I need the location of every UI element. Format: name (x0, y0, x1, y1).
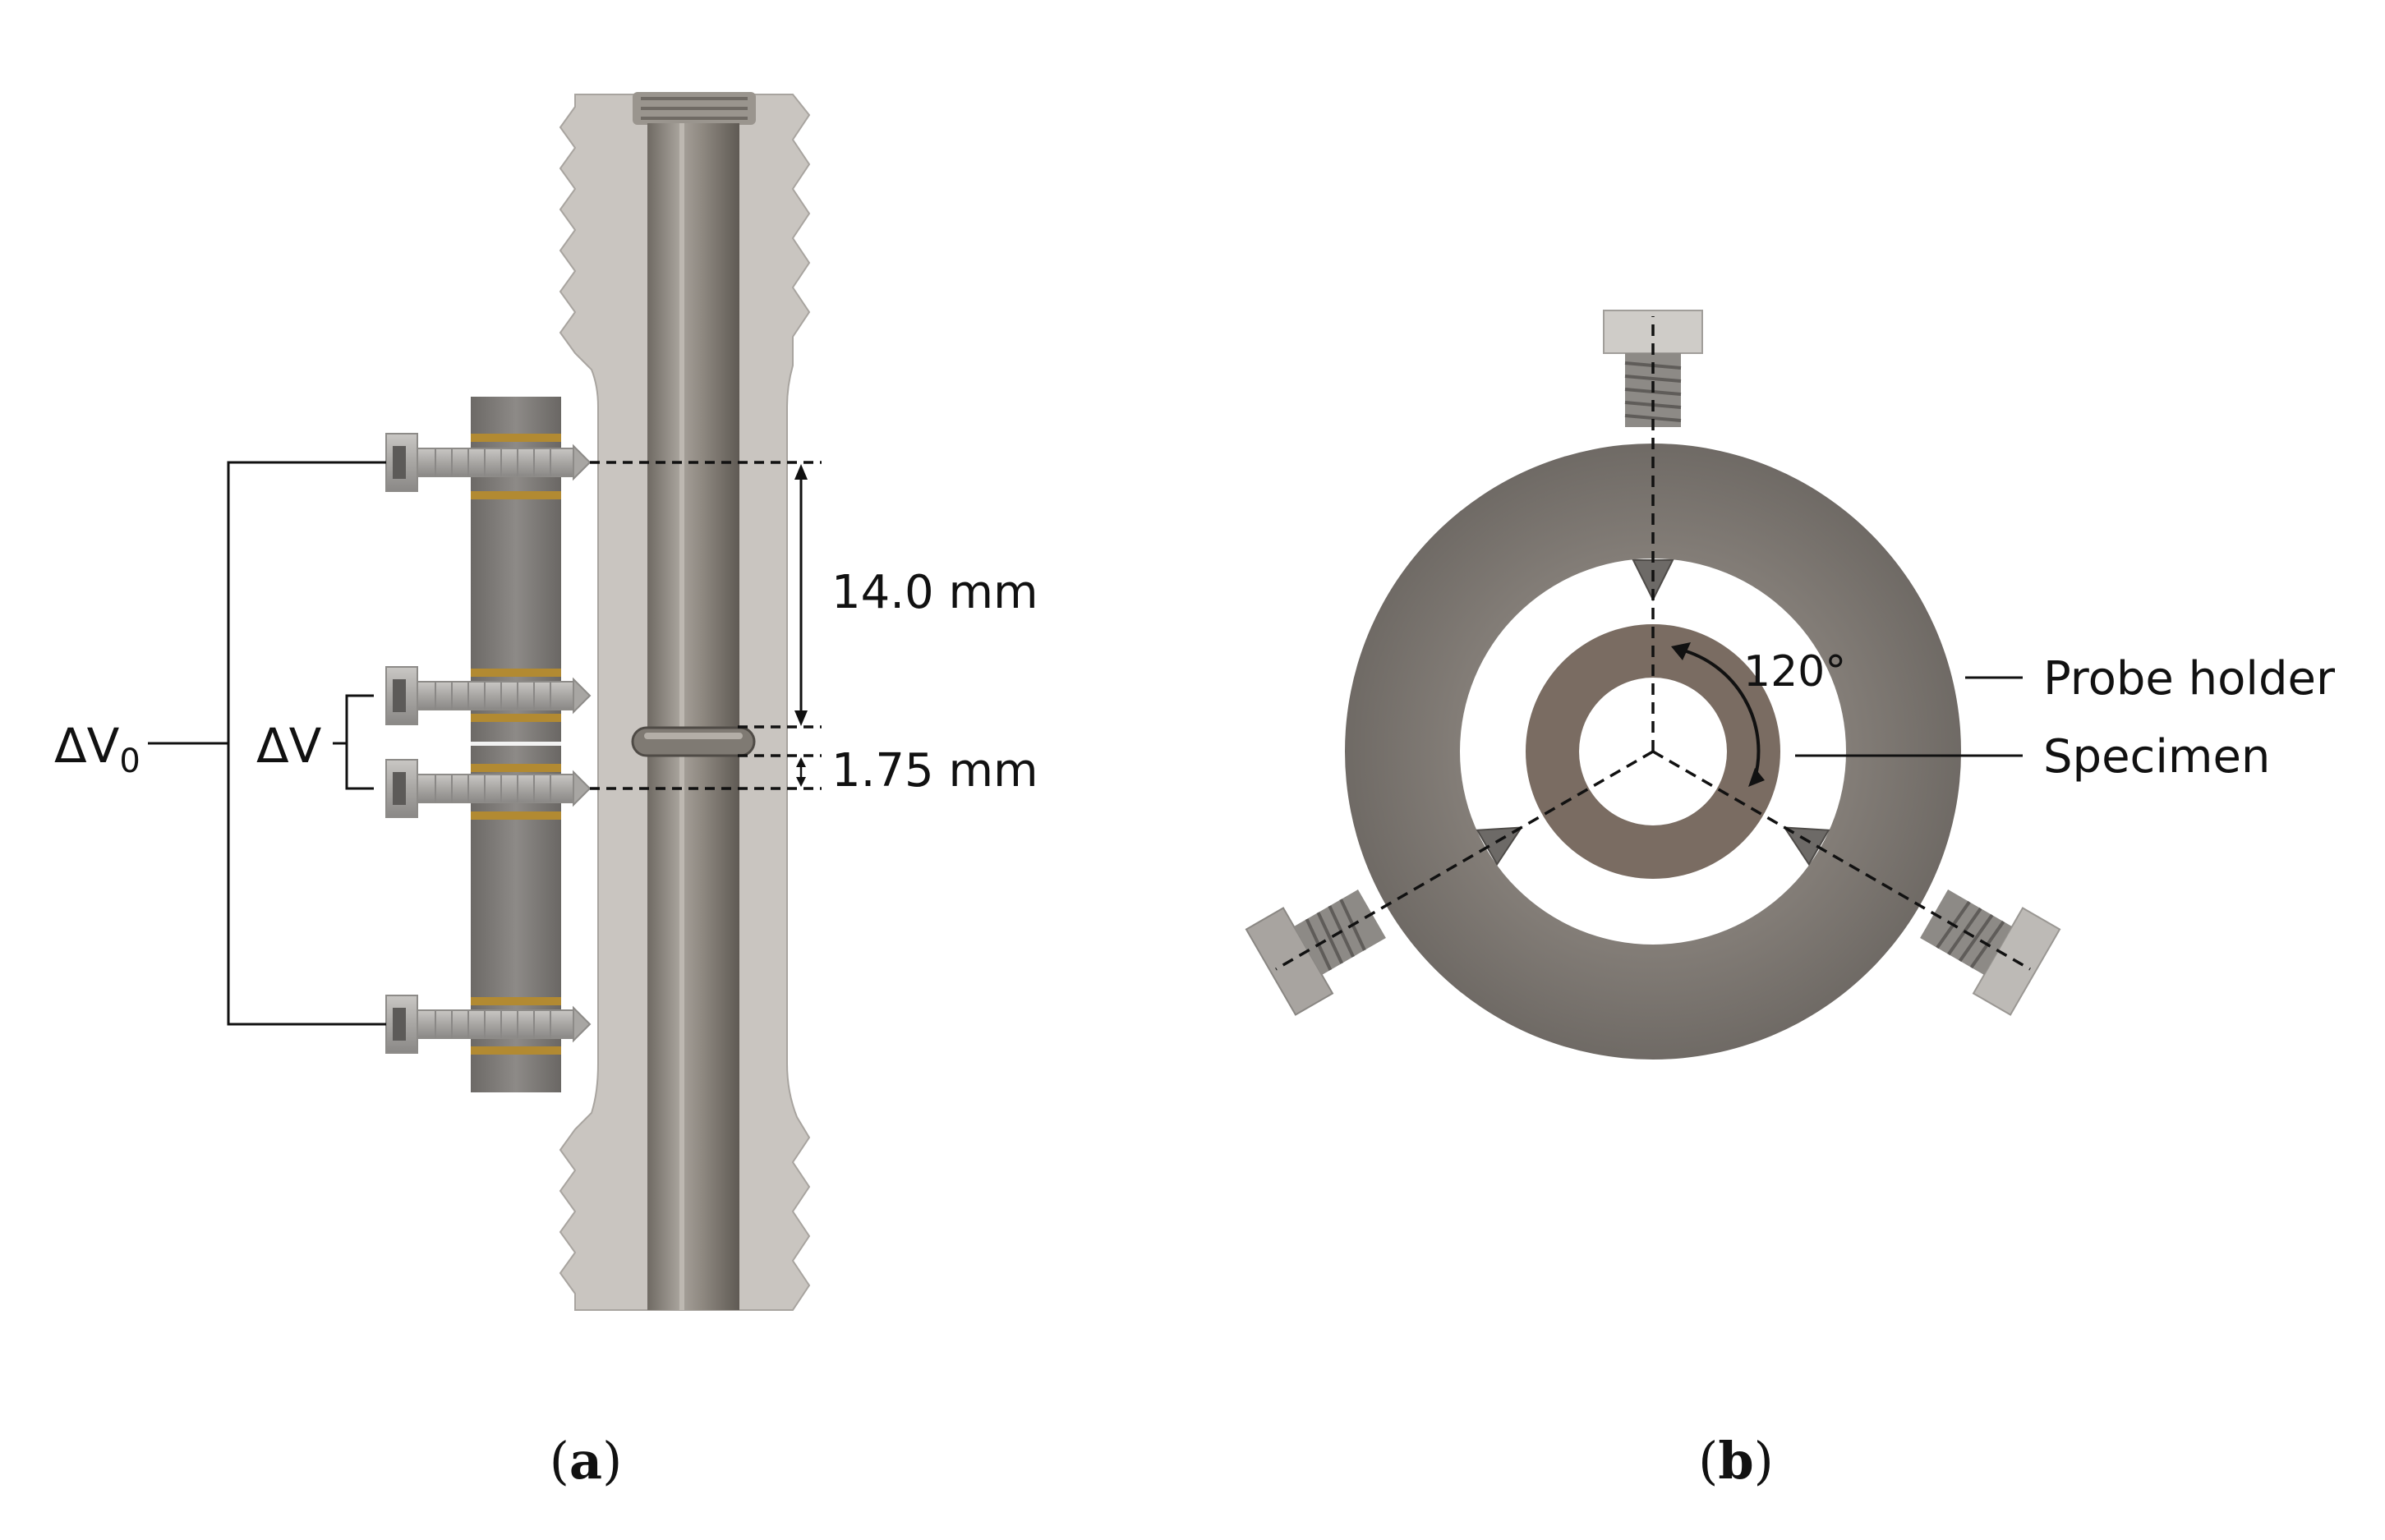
probe-screw-4 (385, 995, 592, 1054)
angle-arc (1680, 648, 1761, 779)
radial-dashed-lines (1275, 316, 2031, 971)
angle-arrowhead-bottom (1748, 768, 1765, 787)
label-delta-v0: ΔV0 (54, 718, 140, 780)
panel-b: 120° Probe holder Specimen (b) (1245, 310, 2336, 1491)
dimension-label-175mm: 1.75 mm (831, 744, 1038, 798)
top-thread-ridges (641, 97, 748, 120)
angle-label: 120° (1743, 647, 1846, 696)
caption-a: (a) (550, 1431, 623, 1491)
angle-arrowhead-top (1671, 642, 1691, 660)
dimension-arrow-14mm (794, 464, 808, 726)
central-bore (647, 123, 739, 1310)
caption-b: (b) (1698, 1431, 1774, 1491)
dimension-label-14mm: 14.0 mm (831, 566, 1038, 619)
probe-screw-1 (385, 433, 592, 492)
bracket-dv (333, 694, 374, 790)
probe-screw-2 (385, 666, 592, 725)
probe-gap (471, 742, 561, 746)
notch-ring (631, 726, 756, 757)
specimen-label: Specimen (2043, 730, 2270, 784)
panel-a: 14.0 mm 1.75 mm ΔV0 ΔV (a) (54, 92, 1038, 1491)
probe-screw-3 (385, 759, 592, 818)
dimension-arrow-175mm (796, 757, 806, 787)
label-delta-v: ΔV (256, 718, 322, 774)
brass-bands (471, 434, 561, 1055)
bracket-dv0 (148, 461, 386, 1026)
dashed-reference-lines (590, 461, 822, 790)
probe-holder-label: Probe holder (2043, 652, 2336, 706)
notch-ring-shine (644, 733, 743, 739)
